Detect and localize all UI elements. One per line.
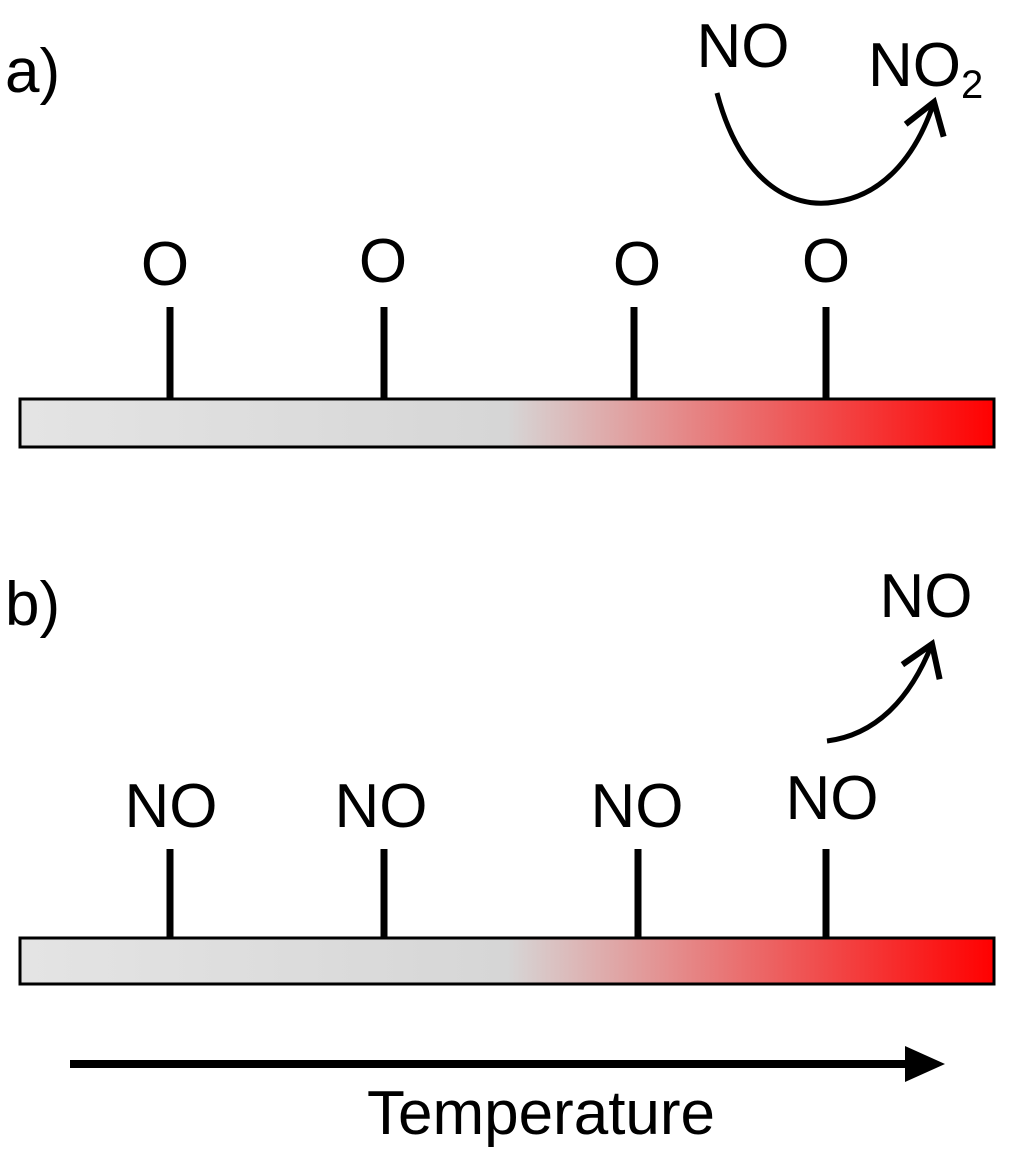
adsorbate-a-2: O xyxy=(359,227,407,296)
panel-a-label: a) xyxy=(5,37,60,106)
reaction-arrow xyxy=(714,92,947,206)
product-no2-subscript: 2 xyxy=(961,63,983,107)
adsorbate-b-4: NO xyxy=(786,764,879,833)
heated-surface-b xyxy=(18,936,996,986)
adsorbate-a-3: O xyxy=(613,230,661,299)
product-no2-base: NO xyxy=(868,31,961,100)
temperature-label: Temperature xyxy=(367,1079,715,1148)
adsorbate-a-1: O xyxy=(141,230,189,299)
temperature-axis: Temperature xyxy=(70,1046,945,1148)
desorption-arrow xyxy=(826,638,943,744)
temperature-arrow-head xyxy=(905,1046,945,1082)
panel-b: b) NO NO NO NO NO xyxy=(5,562,996,986)
heated-surface-a xyxy=(18,397,996,449)
adsorbate-b-3: NO xyxy=(591,772,684,841)
panel-b-label: b) xyxy=(5,570,60,639)
adsorbate-b-2: NO xyxy=(335,772,428,841)
adsorbate-a-4: O xyxy=(802,227,850,296)
panel-a: a) O O O O NO NO2 xyxy=(5,12,996,449)
desorbed-no: NO xyxy=(880,562,973,631)
adsorbate-b-1: NO xyxy=(125,772,218,841)
reactant-no: NO xyxy=(697,12,790,81)
product-no2: NO2 xyxy=(868,31,983,107)
